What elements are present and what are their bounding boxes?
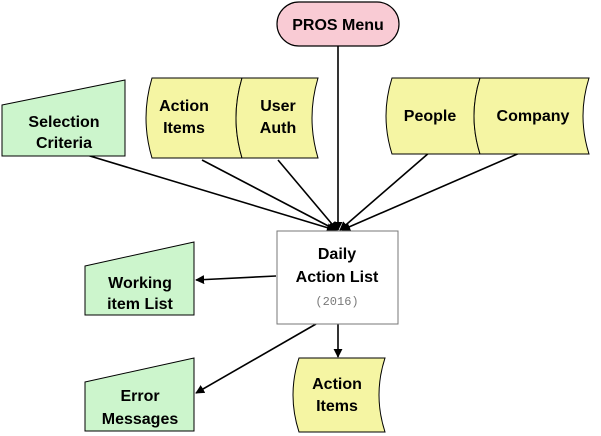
edge-daily-to-working [195, 275, 277, 285]
action-items-out-line1: Action [312, 376, 362, 393]
node-action-items-in: Action Items [145, 77, 243, 159]
node-user-auth: User Auth [235, 77, 319, 159]
selection-criteria-line1: Selection [28, 114, 99, 131]
node-selection-criteria: Selection Criteria [1, 79, 126, 157]
edges [79, 46, 523, 394]
daily-action-list-shape [276, 230, 399, 325]
pros-menu-shape [276, 1, 400, 47]
company-shape [473, 77, 590, 155]
people-label: People [404, 108, 457, 125]
selection-criteria-shape [1, 79, 126, 157]
node-action-items-out: Action Items [292, 357, 386, 433]
selection-criteria-line2: Criteria [36, 135, 92, 152]
edge-selection-to-daily [79, 152, 336, 232]
edge-action-items-to-daily [201, 159, 337, 231]
node-error-messages: Error Messages [84, 357, 195, 432]
error-messages-shape [84, 357, 195, 432]
user-auth-shape [235, 77, 319, 159]
working-item-list-line1: Working [108, 275, 172, 292]
node-people: People [385, 77, 481, 155]
node-daily-action-list: Daily Action List (2016) [276, 230, 399, 325]
action-items-out-line2: Items [316, 398, 358, 415]
action-items-out-shape [292, 357, 386, 433]
error-messages-line1: Error [120, 388, 159, 405]
action-items-in-line1: Action [159, 98, 209, 115]
daily-action-list-line1: Daily [318, 246, 356, 263]
edge-daily-to-errors [195, 323, 317, 394]
user-auth-line1: User [260, 98, 296, 115]
user-auth-line2: Auth [260, 120, 296, 137]
action-items-in-shape [145, 77, 243, 159]
working-item-list-shape [84, 241, 195, 316]
edge-user-auth-to-daily [277, 159, 338, 231]
node-pros-menu: PROS Menu [276, 1, 400, 47]
error-messages-line2: Messages [102, 411, 179, 428]
edge-people-to-daily [339, 151, 431, 231]
pros-menu-label: PROS Menu [292, 17, 384, 34]
working-item-list-line2: item List [107, 296, 173, 313]
company-label: Company [497, 108, 570, 125]
node-working-item-list: Working item List [84, 241, 195, 316]
node-company: Company [473, 77, 590, 155]
edge-company-to-daily [341, 151, 523, 231]
action-items-in-line2: Items [163, 120, 205, 137]
daily-action-list-line2: Action List [296, 269, 379, 286]
daily-action-list-code: (2016) [315, 295, 358, 309]
